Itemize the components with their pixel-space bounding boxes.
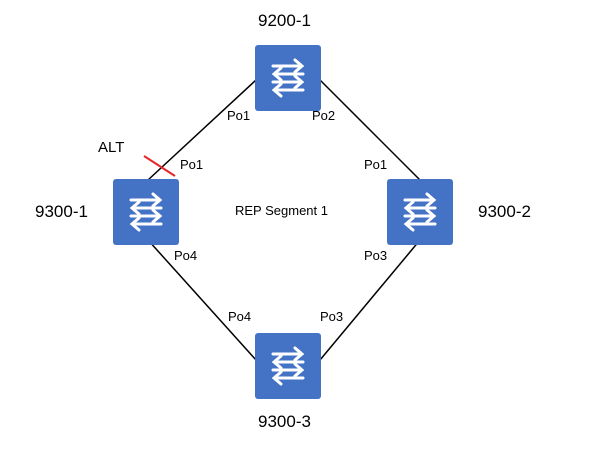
link-9300-1-to-9300-3 (147, 239, 257, 361)
alt-label: ALT (98, 139, 125, 156)
switch-arrows-icon (255, 333, 321, 399)
link-9300-2-to-9300-3 (319, 239, 421, 361)
switch-9300-1[interactable] (113, 179, 179, 245)
port-label-9200-1-po1: Po1 (227, 108, 251, 123)
port-label-9200-1-po2: Po2 (312, 108, 336, 123)
port-label-9300-1-po1: Po1 (180, 157, 204, 172)
link-9200-1-to-9300-2 (319, 79, 421, 181)
port-label-9300-1-po4: Po4 (174, 248, 198, 263)
segment-label: REP Segment 1 (235, 203, 328, 218)
port-label-9300-2-po1: Po1 (364, 157, 388, 172)
port-label-9300-3-po4: Po4 (228, 309, 252, 324)
switch-arrows-icon (113, 179, 179, 245)
device-label-9300-1: 9300-1 (35, 202, 88, 221)
switch-9300-3[interactable] (255, 333, 321, 399)
device-label-9200-1: 9200-1 (258, 11, 311, 30)
switch-arrows-icon (255, 45, 321, 111)
blocked-port-marker (143, 155, 176, 177)
port-label-9300-3-po3: Po3 (320, 309, 344, 324)
device-label-9300-3: 9300-3 (258, 412, 311, 431)
switch-9200-1[interactable] (255, 45, 321, 111)
device-label-9300-2: 9300-2 (478, 202, 531, 221)
switch-arrows-icon (387, 179, 453, 245)
link-9200-1-to-9300-1 (147, 79, 257, 181)
switch-9300-2[interactable] (387, 179, 453, 245)
port-label-9300-2-po3: Po3 (364, 248, 388, 263)
